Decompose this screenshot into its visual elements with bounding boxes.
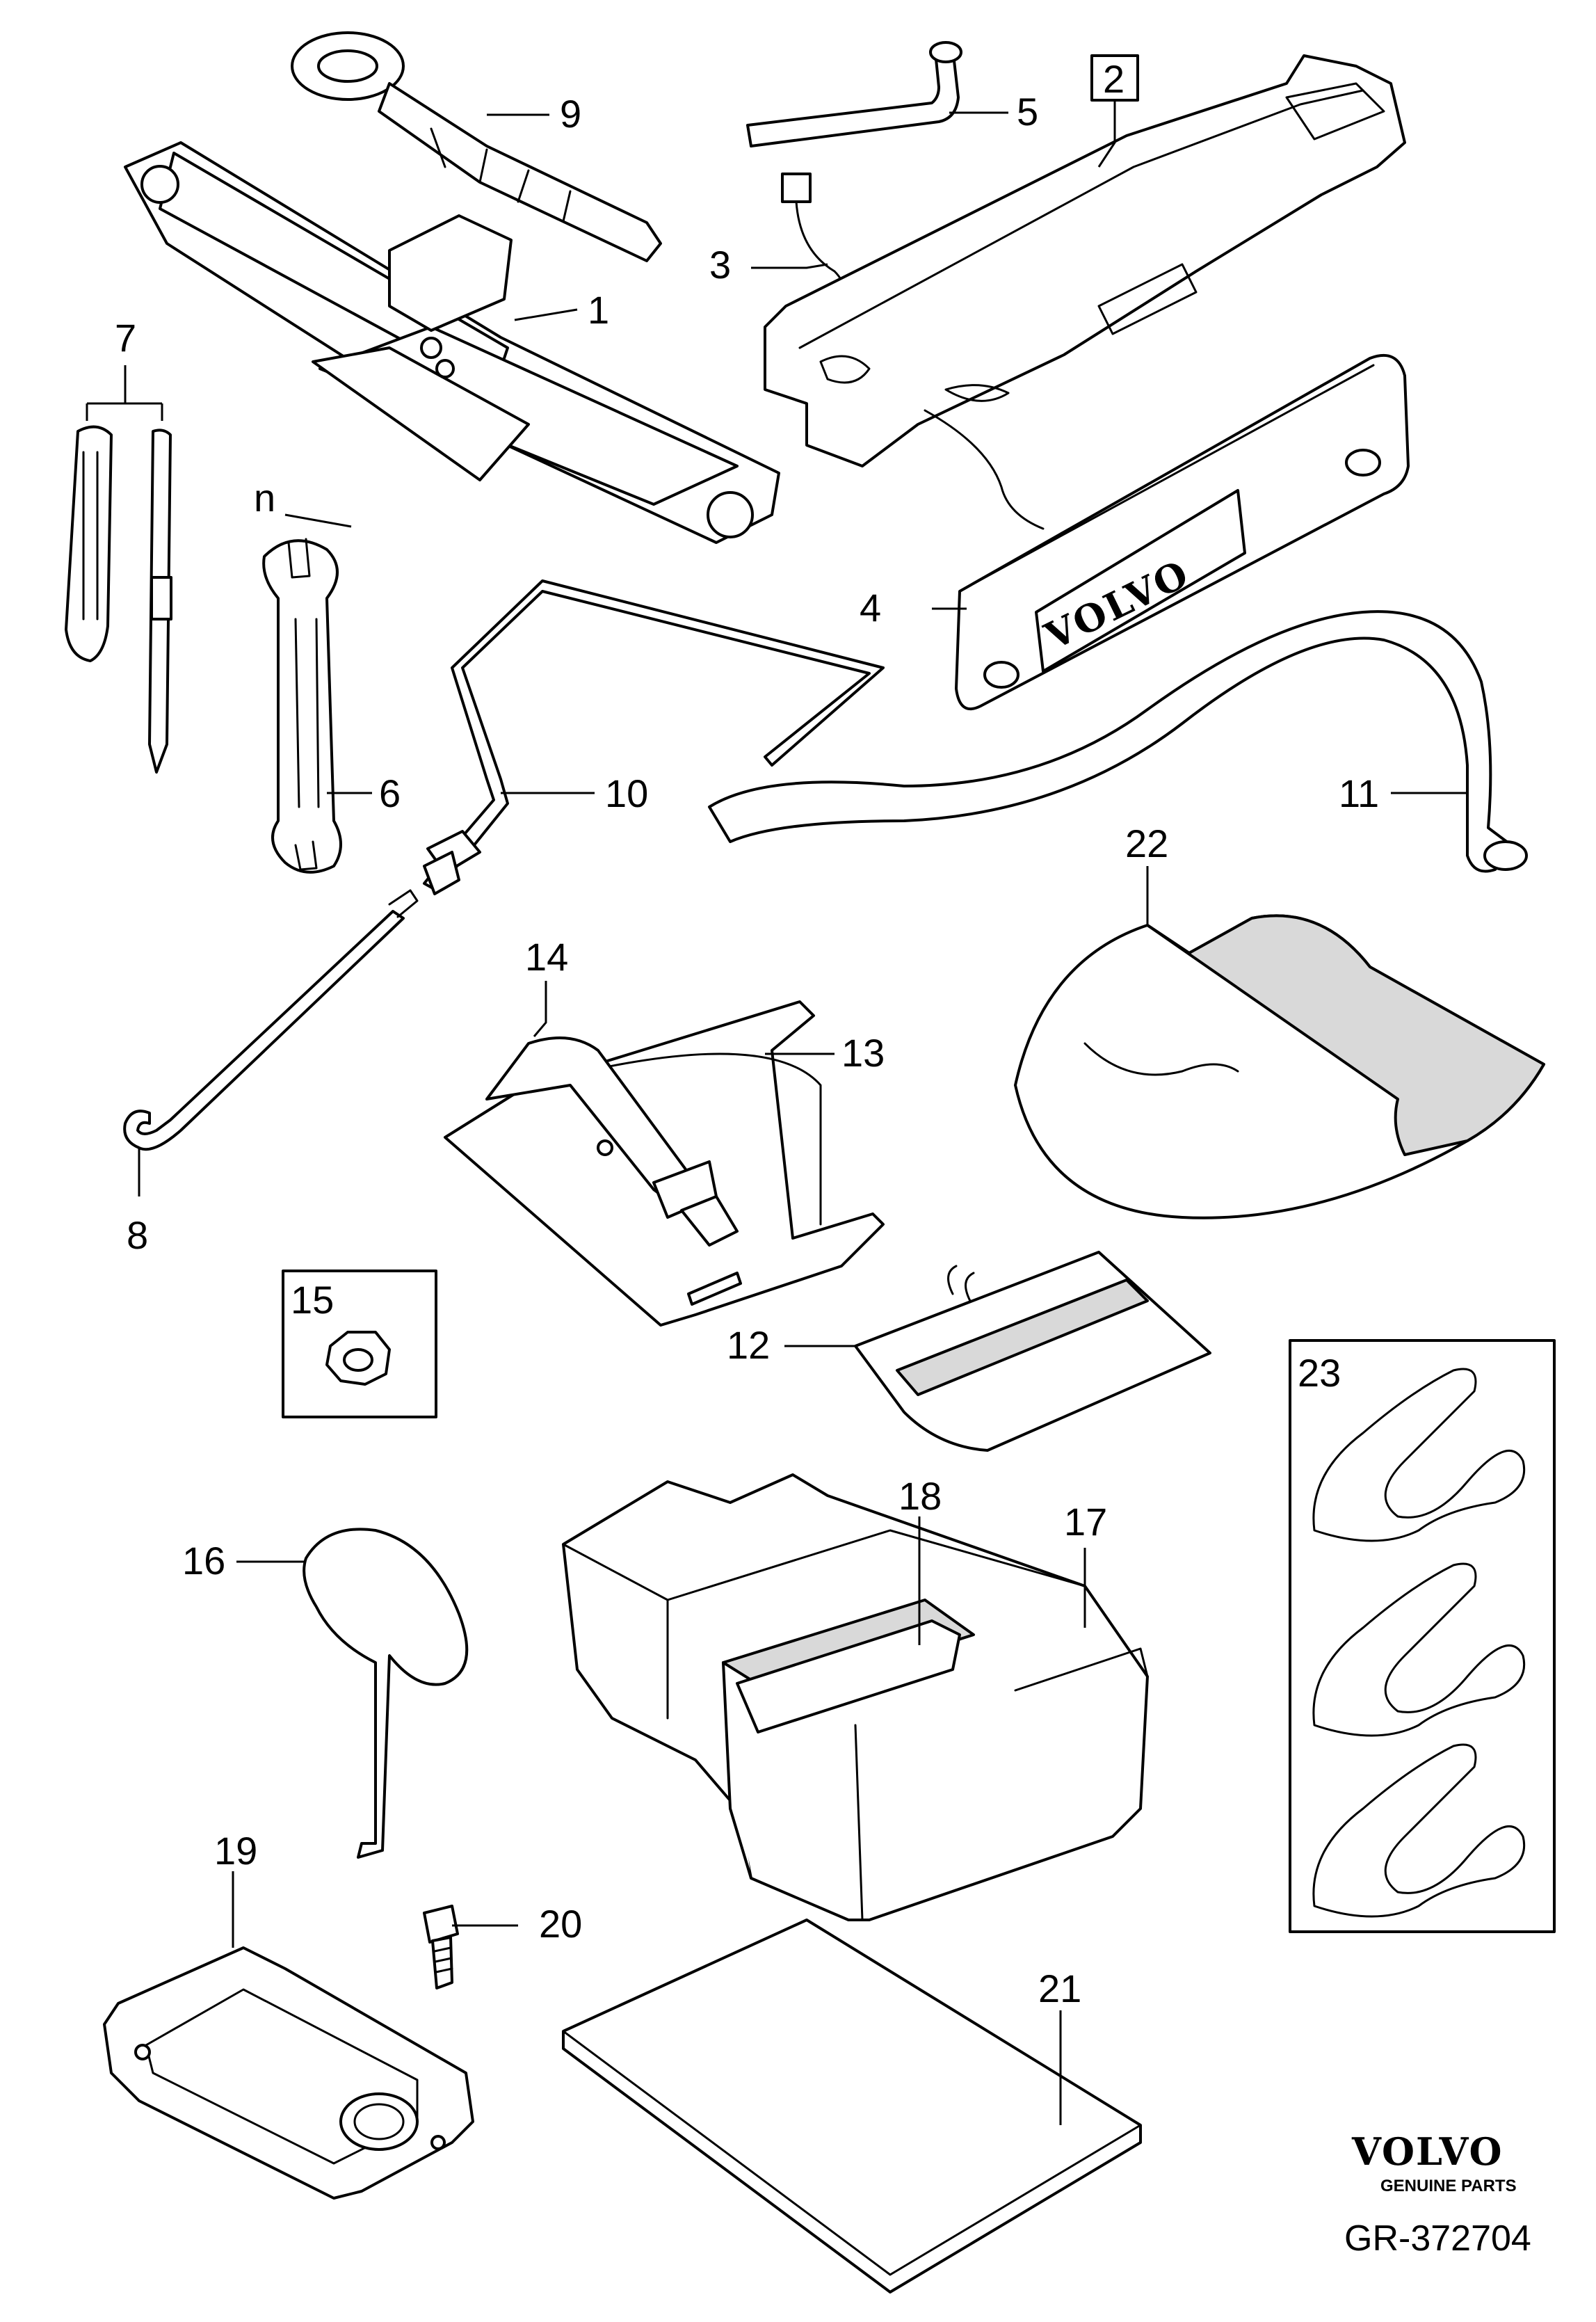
wrench [262, 513, 352, 874]
callout-6: 6 [379, 771, 401, 815]
dimension-n: n [254, 476, 275, 520]
footer-brand: VOLVO [1351, 2129, 1504, 2174]
callout-13: 13 [841, 1031, 885, 1075]
leader-2 [1097, 101, 1116, 168]
callout-8: 8 [127, 1213, 148, 1257]
bolt [423, 1905, 459, 1989]
bag [854, 1251, 1211, 1452]
jack [124, 141, 780, 544]
callout-5: 5 [1017, 90, 1038, 134]
hook-rod [123, 889, 419, 1151]
foam-organizer [562, 1473, 1149, 1921]
callout-23: 23 [1298, 1351, 1341, 1395]
callout-12: 12 [727, 1323, 770, 1367]
floor-mat [562, 1919, 1142, 2293]
towing-eye [291, 31, 662, 262]
callout-9: 9 [560, 92, 581, 136]
strap-tray [444, 1000, 885, 1327]
callout-19: 19 [214, 1829, 257, 1873]
callout-10: 10 [605, 771, 648, 815]
rope-box [1289, 1339, 1556, 1933]
bracket-wire [781, 173, 845, 301]
callout-18: 18 [898, 1474, 942, 1518]
nut-box [282, 1270, 437, 1418]
callout-22: 22 [1125, 822, 1168, 865]
tool-holder [764, 54, 1406, 530]
callout-16: 16 [182, 1539, 225, 1583]
jack-crank [423, 579, 885, 895]
callout-1: 1 [588, 288, 609, 332]
wire-loop [303, 1528, 469, 1859]
hose-short [746, 41, 962, 147]
callout-2: 2 [1103, 57, 1125, 101]
footer-ref: GR-372704 [1344, 2218, 1531, 2259]
footer-tagline: GENUINE PARTS [1380, 2177, 1517, 2195]
callout-11: 11 [1339, 771, 1379, 815]
screwdriver [65, 365, 172, 774]
leader-1 [514, 308, 578, 321]
base-plate [103, 1946, 474, 2200]
callout-14: 14 [525, 935, 568, 979]
leader-14 [533, 981, 547, 1037]
hose-long [708, 610, 1528, 873]
callout-3: 3 [709, 243, 731, 287]
leader-3 [751, 263, 828, 269]
callout-15: 15 [291, 1278, 334, 1322]
callout-17: 17 [1064, 1500, 1107, 1544]
callout-21: 21 [1038, 1967, 1081, 2010]
callout-4: 4 [860, 586, 881, 630]
label-2-box [1090, 54, 1139, 102]
callout-20: 20 [539, 1902, 582, 1946]
callout-7: 7 [115, 316, 136, 360]
wheel-cover [1014, 914, 1545, 1219]
trim-plate: VOLVO [955, 354, 1410, 711]
